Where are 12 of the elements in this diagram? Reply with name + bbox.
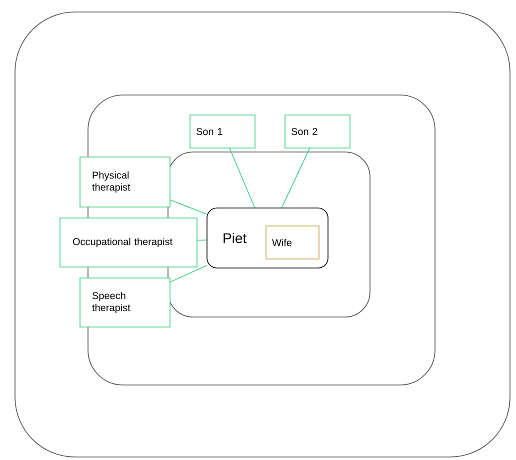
person-box: Speech therapist: [80, 278, 170, 328]
person-box: Occupational therapist: [60, 218, 198, 268]
connector-line: [170, 265, 207, 282]
connector-line: [281, 148, 310, 208]
person-box: Son 1: [190, 114, 256, 148]
connector-line: [170, 199, 207, 215]
connector-line: [197, 240, 207, 241]
person-box: Son 2: [284, 114, 350, 148]
rounded-box: [14, 12, 510, 458]
person-box: Wife: [266, 226, 320, 260]
person-box: Physical therapist: [80, 156, 170, 208]
connector-line: [229, 148, 256, 208]
